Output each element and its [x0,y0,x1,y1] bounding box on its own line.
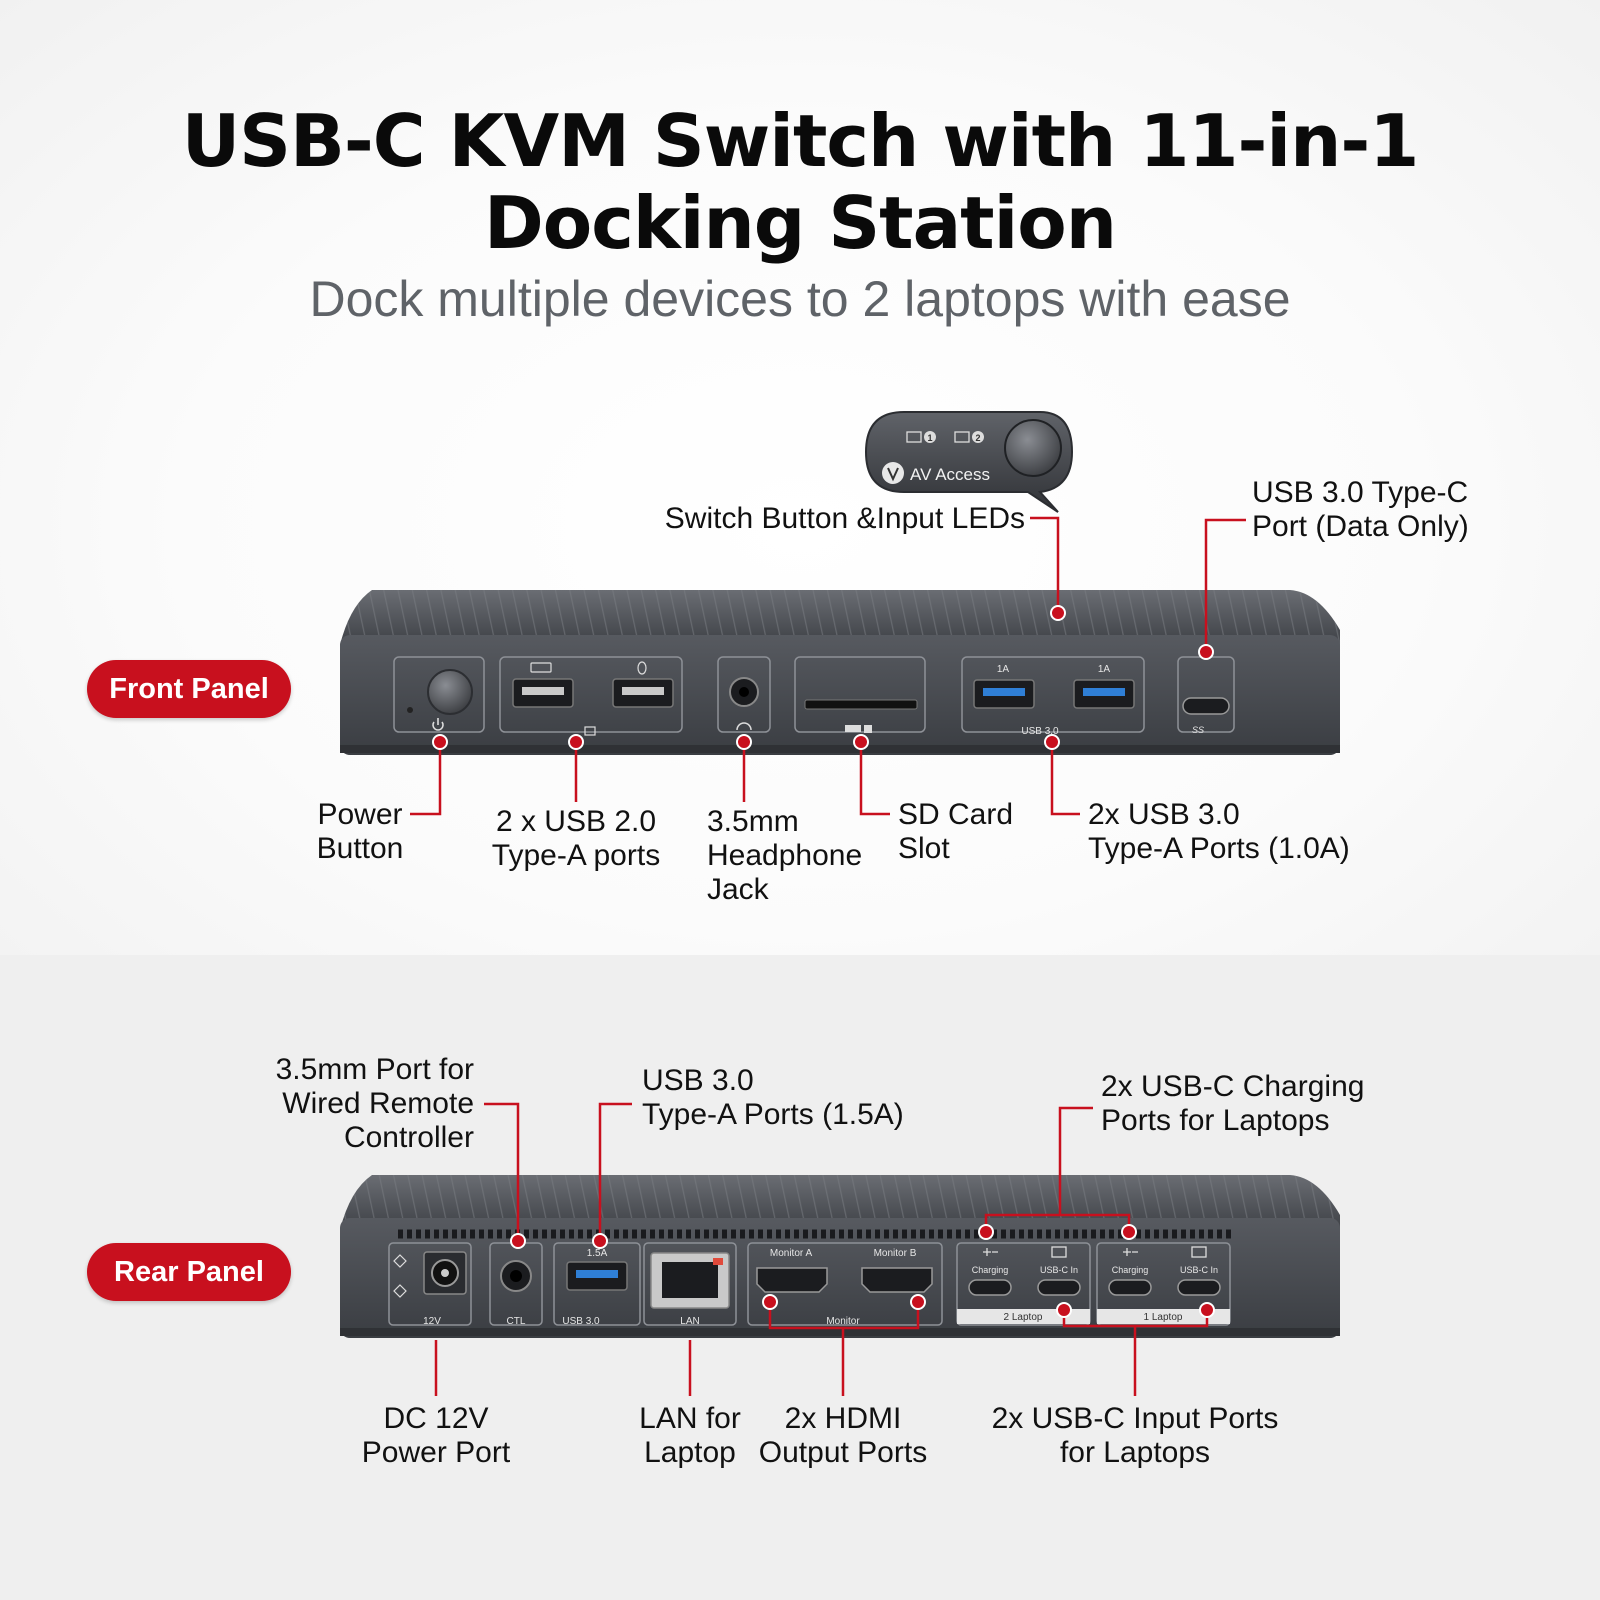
label-power-button: Power Button [316,798,404,865]
usbc-in-label-1: USB-C In [1180,1265,1218,1275]
laptop-2-led-icon [954,431,970,443]
hdmi-port-b[interactable] [861,1267,933,1293]
polarity-icon [393,1254,407,1298]
microsd-icon [864,725,872,733]
usbc-in-port-laptop2[interactable] [1037,1279,1081,1296]
label-usb-c-data: USB 3.0 Type-C Port (Data Only) [1252,476,1469,543]
front-power-group [393,656,485,733]
zoom-brand: AV Access [910,465,990,484]
switch-button-zoom: 1 2 AV Access [864,411,1074,513]
page-subtitle: Dock multiple devices to 2 laptops with … [309,271,1291,327]
rear-laptop2-group: 2 Laptop Charging USB-C In [956,1242,1091,1326]
usb3-rating-1: 1A [997,664,1010,675]
usbc-in-port-laptop1[interactable] [1177,1279,1221,1296]
front-usb2-group [499,656,683,736]
usb-c-ss-label: SS [1192,725,1204,735]
rear-usb-label: USB 3.0 [562,1316,600,1327]
rear-panel-badge: Rear Panel [87,1243,291,1301]
charging-plug-icon-1 [1123,1248,1138,1256]
laptop-1-led-number: 1 [927,433,932,443]
rear-ctl-group: CTL [489,1242,543,1327]
rear-lan-group: LAN [643,1242,737,1327]
usb3-group-label: USB 3.0 [1021,726,1059,737]
charging-port-laptop1[interactable] [1108,1279,1152,1296]
front-usb3-group: 1A 1A USB 3.0 [961,656,1145,737]
headphone-icon [736,722,752,731]
usb3-rating-2: 1A [1098,664,1111,675]
label-sd-slot: SD Card Slot [898,798,1014,865]
rear-hdmi-group: Monitor A Monitor B Monitor [747,1242,943,1327]
charging-label-2: Charging [972,1265,1009,1275]
rear-callout-dots [510,1224,1215,1318]
charging-plug-icon-2 [983,1248,998,1256]
usbc-in-label-2: USB-C In [1040,1265,1078,1275]
label-usb3-rear: USB 3.0 Type-A Ports (1.5A) [642,1064,904,1131]
monitor-b-label: Monitor B [874,1248,917,1259]
sd-card-slot[interactable] [804,699,918,710]
rear-laptop1-group: 1 Laptop Charging USB-C In [1096,1242,1231,1326]
label-usb2-ports: 2 x USB 2.0 Type-A ports [491,805,661,872]
mouse-icon [637,661,647,675]
hdmi-port-a[interactable] [756,1267,828,1293]
page-title: USB-C KVM Switch with 11-in-1 Docking St… [0,100,1600,264]
front-headphone-group [717,656,771,733]
label-headphone-jack: 3.5mm Headphone Jack [707,805,863,906]
rear-usb-group: 1.5A USB 3.0 [553,1242,641,1327]
label-lan: LAN for Laptop [639,1402,741,1469]
label-usb3-front: 2x USB 3.0 Type-A Ports (1.0A) [1088,798,1350,865]
power-led [407,707,413,713]
usb-c-data-port[interactable] [1182,697,1230,715]
label-charging-ports: 2x USB-C Charging Ports for Laptops [1101,1070,1365,1137]
title-line-2: Docking Station [483,181,1117,265]
label-dc-power: DC 12V Power Port [361,1402,511,1469]
laptop2-label: 2 Laptop [1004,1312,1043,1323]
av-access-logo-icon [882,462,904,484]
laptop-bolt-icon-2 [1051,1246,1067,1258]
charging-port-laptop2[interactable] [968,1279,1012,1296]
front-sd-group [794,656,926,733]
rear-dc-group: 12V [388,1242,472,1327]
front-section-background [0,0,1600,955]
front-callout-dots [432,605,1214,750]
rear-dc-label: 12V [423,1316,441,1327]
laptop1-label: 1 Laptop [1144,1312,1183,1323]
sd-icon [845,725,861,732]
label-usbc-input: 2x USB-C Input Ports for Laptops [991,1402,1279,1469]
charging-label-1: Charging [1112,1265,1149,1275]
keyboard-icon [530,662,552,673]
rear-lan-label: LAN [680,1316,699,1327]
rear-usb-rating: 1.5A [587,1248,608,1259]
laptop-1-led-icon [906,431,922,443]
label-remote-port: 3.5mm Port for Wired Remote Controller [275,1053,474,1154]
title-line-1: USB-C KVM Switch with 11-in-1 [181,99,1420,183]
label-hdmi: 2x HDMI Output Ports [758,1402,928,1469]
power-button[interactable] [427,669,473,715]
front-device [340,590,1340,755]
switch-button[interactable] [1004,419,1062,477]
front-panel-badge: Front Panel [87,660,291,718]
monitor-a-label: Monitor A [770,1248,813,1259]
monitor-group-label: Monitor [826,1316,860,1327]
laptop-2-led-number: 2 [975,433,980,443]
wireless-dongle-icon [584,726,596,736]
laptop-bolt-icon-1 [1191,1246,1207,1258]
front-callouts [410,516,1246,816]
power-icon [432,718,444,731]
label-switch-button: Switch Button &Input LEDs [664,502,1025,535]
rear-ctl-label: CTL [507,1316,526,1327]
